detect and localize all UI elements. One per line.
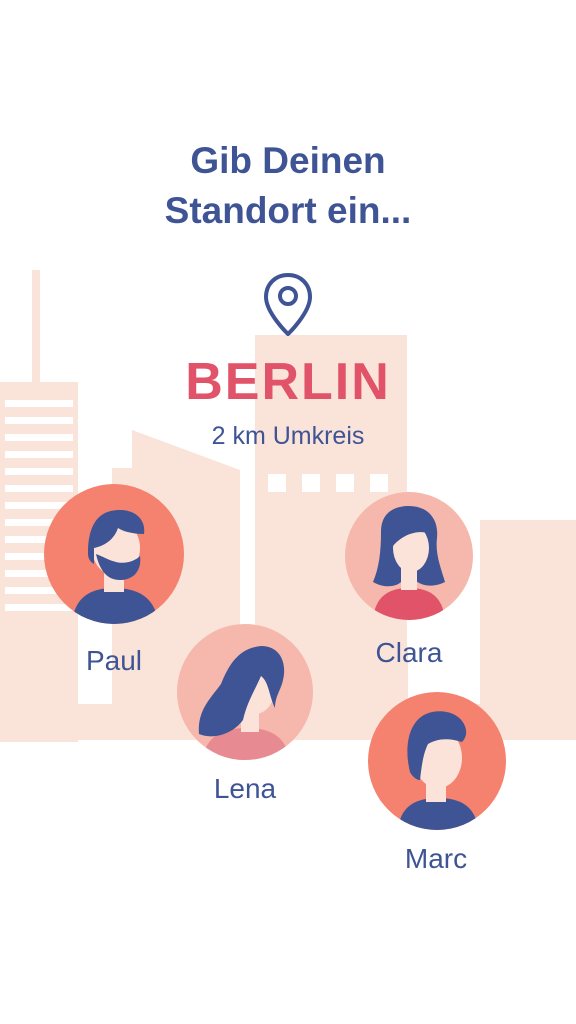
avatar-clara[interactable]	[345, 492, 473, 620]
avatar-paul[interactable]	[44, 484, 184, 624]
person-avatar-icon	[345, 492, 473, 620]
map-pin-icon	[264, 273, 312, 336]
person-name-paul: Paul	[85, 645, 143, 676]
title-line-1: Gib Deinen	[190, 140, 386, 181]
person-avatar-icon	[44, 484, 184, 624]
page-title: Gib Deinen Standort ein...	[0, 136, 576, 236]
search-radius-label: 2 km Umkreis	[211, 422, 365, 450]
avatar-marc[interactable]	[368, 692, 506, 830]
person-avatar-icon	[368, 692, 506, 830]
city-name: BERLIN	[185, 353, 391, 411]
person-name-clara: Clara	[375, 637, 443, 668]
person-name-lena: Lena	[213, 773, 277, 804]
avatar-lena[interactable]	[177, 624, 313, 760]
person-name-marc: Marc	[404, 843, 468, 874]
title-line-2: Standort ein...	[164, 190, 412, 231]
person-avatar-icon	[177, 624, 313, 760]
